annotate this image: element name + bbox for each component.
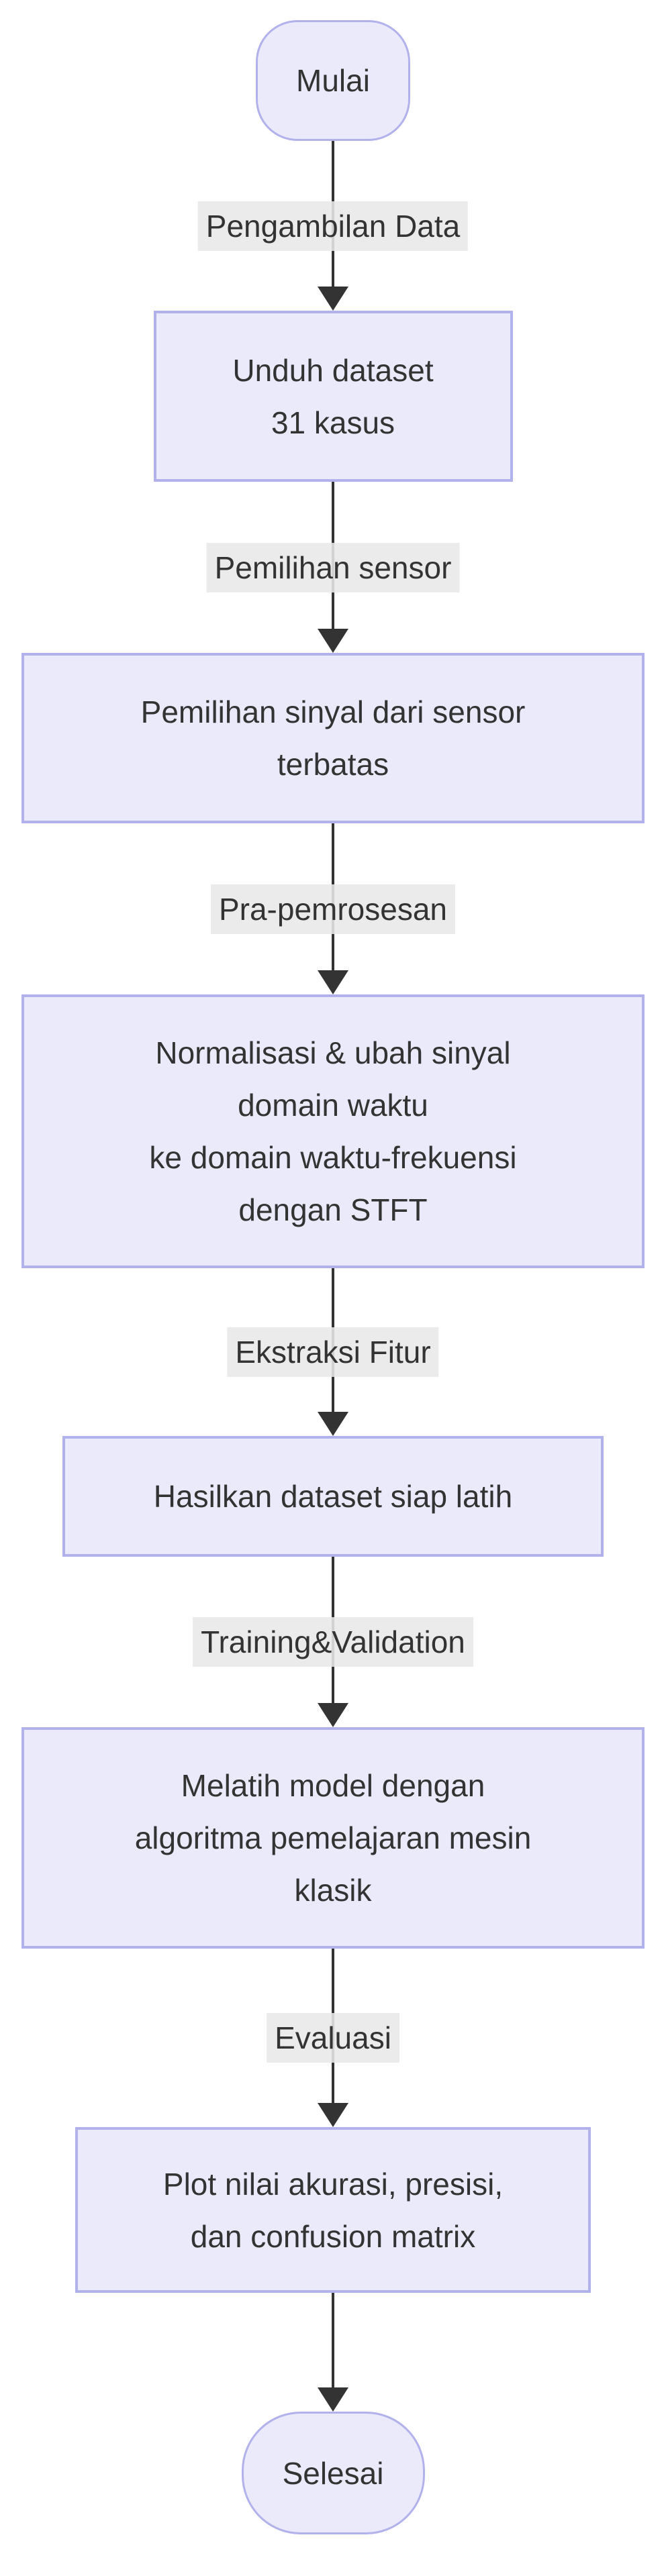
node-line: dan confusion matrix (190, 2218, 476, 2254)
node-melatih-model: Melatih model dengan algoritma pemelajar… (21, 1727, 645, 1949)
node-line: terbatas (277, 747, 389, 782)
node-pemilihan-sinyal: Pemilihan sinyal dari sensor terbatas (21, 653, 645, 823)
arrowhead-icon (318, 2103, 348, 2127)
node-unduh-dataset: Unduh dataset 31 kasus (153, 311, 513, 482)
node-selesai: Selesai (241, 2412, 425, 2534)
node-line: domain waktu (238, 1088, 428, 1123)
node-line: 31 kasus (271, 405, 395, 440)
node-hasilkan-dataset: Hasilkan dataset siap latih (62, 1436, 604, 1557)
node-mulai: Mulai (256, 20, 410, 141)
arrowhead-icon (318, 1412, 348, 1436)
node-plot-evaluasi: Plot nilai akurasi, presisi, dan confusi… (75, 2127, 591, 2293)
edge-label: Evaluasi (267, 2013, 399, 2063)
edge-label: Training&Validation (193, 1617, 473, 1667)
edge-evaluasi: Evaluasi (0, 1949, 666, 2127)
node-label: Selesai (282, 2455, 384, 2491)
arrowhead-icon (318, 629, 348, 653)
edge-pemilihan-sensor: Pemilihan sensor (0, 482, 666, 653)
node-line: Normalisasi & ubah sinyal (155, 1035, 511, 1070)
node-line: ke domain waktu-frekuensi (149, 1140, 517, 1175)
arrowhead-icon (318, 1703, 348, 1727)
edge-training-validation: Training&Validation (0, 1557, 666, 1727)
edge-ekstraksi-fitur: Ekstraksi Fitur (0, 1268, 666, 1436)
node-normalisasi-stft: Normalisasi & ubah sinyal domain waktu k… (21, 994, 645, 1268)
arrowhead-icon (318, 287, 348, 311)
arrowhead-icon (318, 2387, 348, 2412)
node-line: Plot nilai akurasi, presisi, (162, 2166, 504, 2202)
edge-to-selesai (0, 2293, 666, 2412)
node-line: klasik (294, 1873, 372, 1908)
edge-label: Pemilihan sensor (206, 542, 460, 593)
node-line: Hasilkan dataset siap latih (153, 1479, 513, 1514)
edge-label: Ekstraksi Fitur (227, 1327, 439, 1377)
edge-pengambilan-data: Pengambilan Data (0, 141, 666, 311)
node-line: Pemilihan sinyal dari sensor (140, 694, 526, 729)
node-line: dengan STFT (238, 1192, 428, 1227)
edge-label: Pengambilan Data (197, 201, 469, 251)
edge-pra-pemrosesan: Pra-pemrosesan (0, 823, 666, 994)
node-label: Mulai (296, 63, 370, 98)
arrow-line (332, 2293, 334, 2391)
edge-label: Pra-pemrosesan (210, 884, 456, 934)
node-line: algoritma pemelajaran mesin (134, 1820, 532, 1855)
node-line: Melatih model dengan (181, 1768, 485, 1803)
node-line: Unduh dataset (232, 352, 434, 388)
arrowhead-icon (318, 970, 348, 994)
